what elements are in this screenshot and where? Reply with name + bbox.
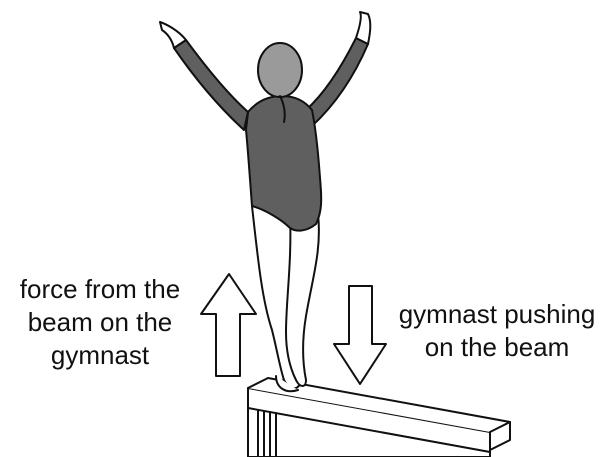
up-force-label-line-2: beam on the	[0, 306, 200, 339]
down-force-label-line-2: on the beam	[381, 331, 613, 364]
down-force-label-line-1: gymnast pushing	[381, 298, 613, 331]
down-force-label: gymnast pushing on the beam	[381, 298, 613, 364]
up-force-label: force from the beam on the gymnast	[0, 273, 200, 372]
up-force-label-line-1: force from the	[0, 273, 200, 306]
down-arrow	[334, 286, 386, 384]
up-force-label-line-3: gymnast	[0, 339, 200, 372]
gymnast-legs	[252, 206, 319, 391]
up-arrow	[201, 274, 256, 376]
